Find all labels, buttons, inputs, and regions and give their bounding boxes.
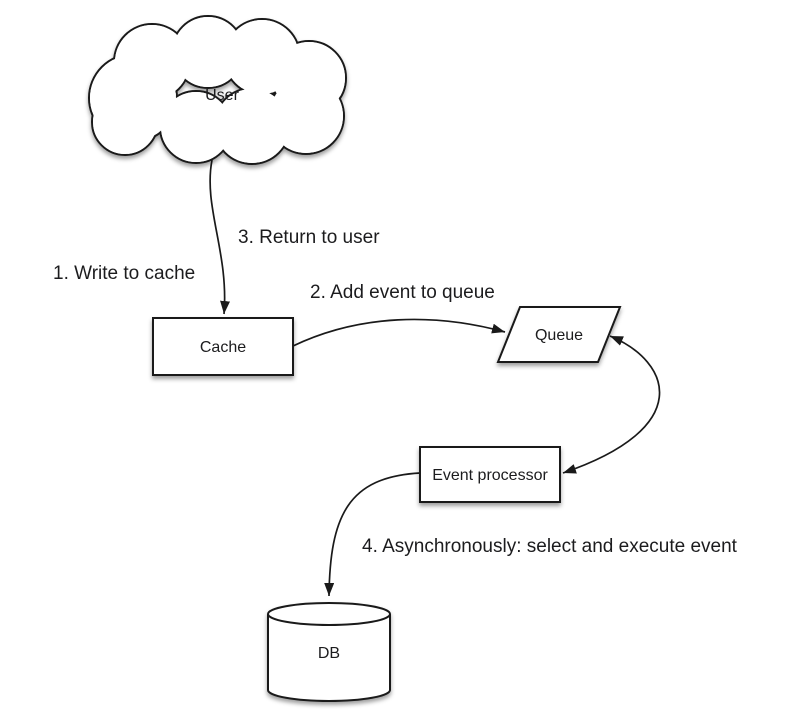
step-label-async-select-execute: 4. Asynchronously: select and execute ev… xyxy=(362,536,738,557)
queue-node-label: Queue xyxy=(535,327,583,344)
node-db: DB xyxy=(267,602,391,702)
step-label-write-to-cache: 1. Write to cache xyxy=(53,263,195,284)
db-node-label: DB xyxy=(318,645,340,662)
node-user: User xyxy=(88,15,347,165)
cloud-shape xyxy=(88,15,347,165)
edge-queue-event-processor-double-arrow xyxy=(562,335,661,474)
node-event-processor: Event processor xyxy=(419,446,561,503)
user-node-label: User xyxy=(205,87,239,104)
database-cylinder-shape xyxy=(267,602,391,702)
queue-parallelogram-shape xyxy=(496,306,622,363)
edge-user-to-cache-arrow xyxy=(209,159,231,315)
cache-box-shape xyxy=(152,317,294,376)
edge-event-processor-to-db-arrow xyxy=(324,472,421,597)
event-processor-node-label: Event processor xyxy=(432,467,548,484)
step-label-return-to-user: 3. Return to user xyxy=(238,227,380,248)
cache-node-label: Cache xyxy=(200,339,246,356)
node-queue: Queue xyxy=(496,306,622,363)
node-cache: Cache xyxy=(152,317,294,376)
step-label-add-event-to-queue: 2. Add event to queue xyxy=(310,282,495,303)
edge-cache-to-queue-arrow xyxy=(292,318,506,347)
event-processor-box-shape xyxy=(419,446,561,503)
